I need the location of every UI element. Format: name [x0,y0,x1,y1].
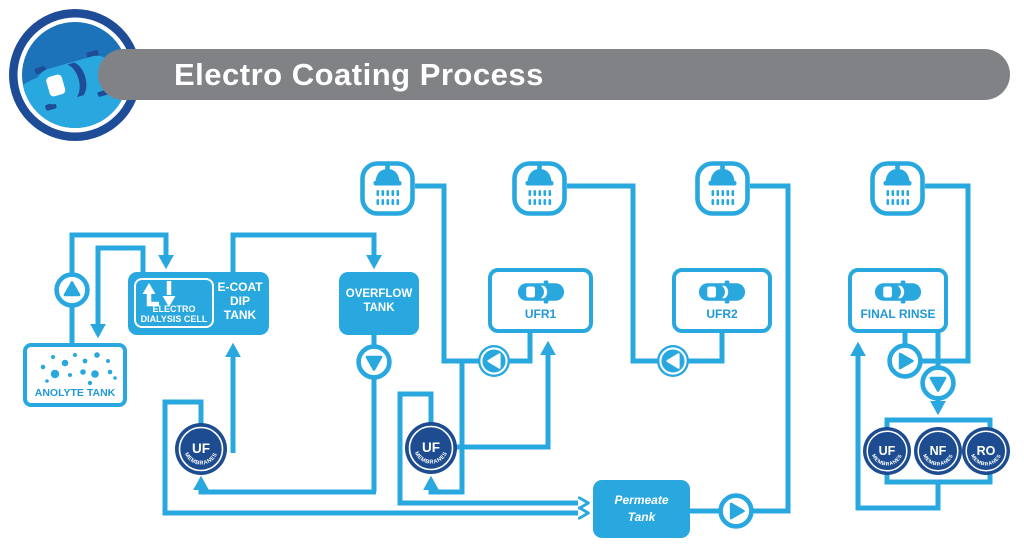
car-top-view-icon [872,280,924,304]
overflow-label-line2: TANK [363,302,395,315]
ro-membranes-badge: RO MEMBRANES [961,426,1011,476]
car-top-view-icon [515,280,567,304]
ecoat-label-line2: DIP [229,293,250,308]
svg-text:NF: NF [930,444,947,458]
overflow-tank: OVERFLOW TANK [339,272,419,335]
pump-icon-ufr1 [477,344,511,378]
anolyte-tank: ANOLYTE TANK [23,343,127,407]
overflow-label-line1: OVERFLOW [345,288,413,300]
svg-text:UF: UF [879,444,896,458]
uf-membranes-badge-bank: UF MEMBRANES [862,426,912,476]
pump-icon-anolyte [54,272,90,308]
ufr1-label: UFR1 [524,307,557,321]
header-banner: Electro Coating Process [98,49,1010,100]
ecoat-label-line1: E-COAT [217,280,263,294]
ecoat-dip-tank: ELECTRO DIALYSIS CELL E-COAT DIP TANK [128,272,269,335]
ufr2-tank: UFR2 [672,268,772,333]
circulation-arrows-icon [142,281,176,307]
electro-dialysis-cell: ELECTRO DIALYSIS CELL [134,278,214,328]
permeate-label-line2: Tank [627,510,656,525]
svg-text:RO: RO [977,444,996,458]
pump-icon-ufr2 [656,344,690,378]
dialysis-label-line2: DIALYSIS CELL [140,313,208,324]
pump-icon-permeate [718,493,754,529]
dialysis-label-line1: ELECTRO [152,303,196,314]
ufr2-label: UFR2 [706,307,738,321]
car-logo-icon [8,8,142,142]
shower-head-icon-2 [512,161,567,216]
final-rinse-label: FINAL RINSE [860,307,936,321]
shower-head-icon-1 [360,161,415,216]
pump-icon-overflow [356,344,392,380]
page-title: Electro Coating Process [174,57,544,92]
car-top-view-icon [696,280,748,304]
shower-head-icon-3 [695,161,750,216]
nf-membranes-badge: NF MEMBRANES [913,426,963,476]
anolyte-tank-label: ANOLYTE TANK [34,387,116,399]
uf-membranes-badge-2: UF MEMBRANES [404,421,458,475]
permeate-label-line1: Permeate [614,493,669,507]
pump-icon-final-rinse [887,343,923,379]
ecoat-label-line3: TANK [223,307,257,322]
final-rinse-tank: FINAL RINSE [848,268,948,333]
shower-head-icon-4 [870,161,925,216]
svg-text:UF: UF [422,440,440,455]
pump-icon-membrane-feed [920,365,956,401]
permeate-tank: Permeate Tank [593,480,690,538]
svg-text:UF: UF [192,441,210,456]
ufr1-tank: UFR1 [488,268,593,333]
uf-membranes-badge-1: UF MEMBRANES [174,422,228,476]
particles-icon [40,352,117,386]
